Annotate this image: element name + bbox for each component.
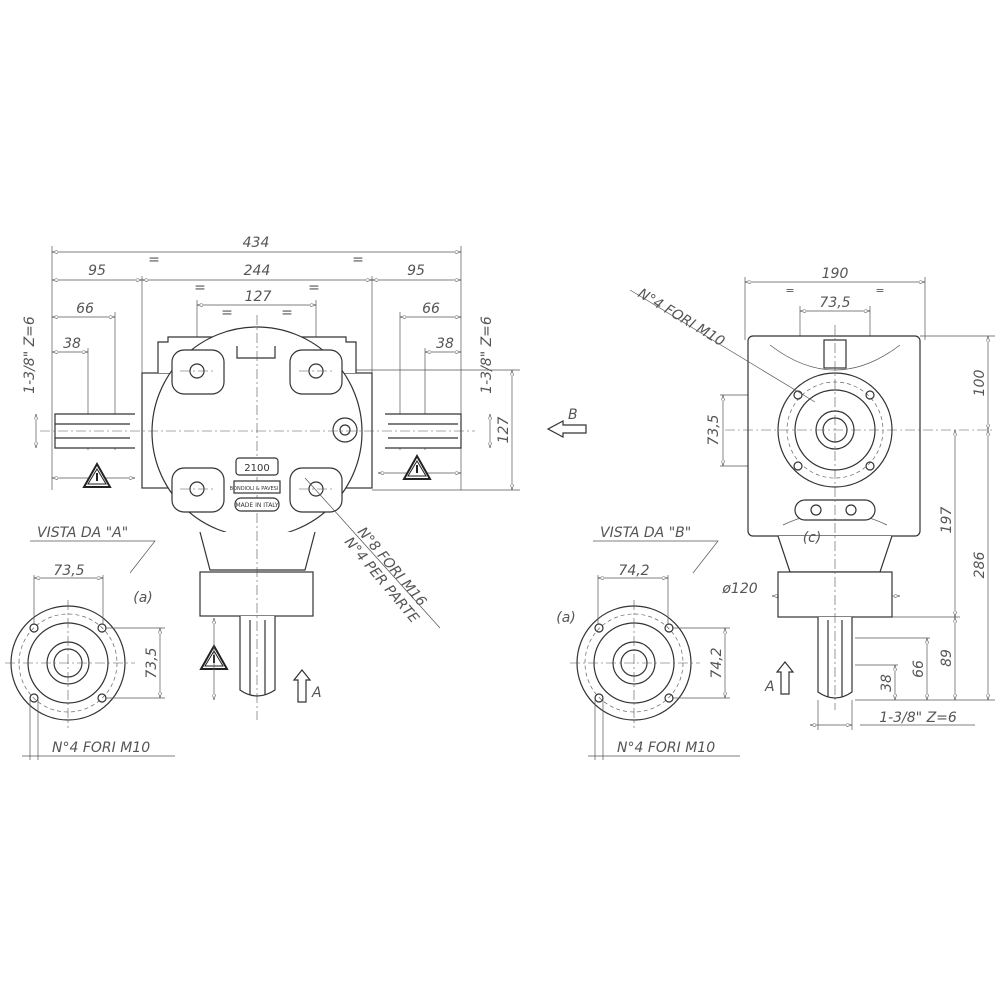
equal-mark: = (221, 305, 233, 321)
view-a-title: VISTA DA "A" (37, 525, 128, 541)
gearbox-side-body (725, 325, 995, 710)
view-b-title: VISTA DA "B" (600, 525, 691, 541)
dim-95-left: 95 (88, 263, 106, 279)
dim-127: 127 (245, 289, 272, 305)
side-view: 190 73,5 = = 73,5 100 286 197 89 66 38 ø… (546, 266, 995, 730)
dim-38-right: 38 (436, 336, 454, 352)
dim-38-left: 38 (63, 336, 81, 352)
dim-66-right: 66 (422, 301, 440, 317)
dim-73-5-horizontal: 73,5 (53, 563, 84, 579)
arrow-up-icon (292, 669, 312, 703)
label-c: (c) (803, 530, 822, 546)
dim-100: 100 (972, 370, 988, 397)
spline-label: 1-3/8" Z=6 (879, 710, 957, 726)
flange-label-a: (a) (133, 590, 153, 606)
spline-left-label: 1-3/8" Z=6 (22, 316, 38, 394)
dim-197: 197 (939, 507, 955, 534)
equal-mark: = (875, 284, 884, 297)
brand-plate: BONDIOLI & PAVESI (230, 486, 279, 492)
made-in-italy-plate: MADE IN ITALY (235, 502, 278, 509)
equal-mark: = (194, 280, 206, 296)
warning-icon (403, 455, 431, 480)
dim-434: 434 (243, 235, 270, 251)
holes-note-side: N°4 FORI M10 (635, 286, 727, 350)
dim-74-2-horizontal: 74,2 (618, 563, 649, 579)
equal-mark: = (352, 252, 364, 268)
dim-38: 38 (879, 674, 895, 692)
equal-mark: = (785, 284, 794, 297)
holes-note-view-a: N°4 FORI M10 (52, 740, 150, 756)
flange-label-a: (a) (556, 610, 576, 626)
ratio-plate: 2100 (244, 463, 269, 474)
equal-mark: = (281, 305, 293, 321)
dim-73-5-vertical: 73,5 (144, 647, 160, 678)
view-a: VISTA DA "A" 73,5 73,5 (a) N°4 FORI M10 (5, 525, 175, 760)
gearbox-body (40, 315, 475, 720)
warning-icon (83, 463, 111, 488)
dim-73-5-top: 73,5 (819, 295, 850, 311)
dim-74-2-vertical: 74,2 (709, 647, 725, 678)
dim-73-5-vertical: 73,5 (706, 414, 722, 445)
dim-244: 244 (244, 263, 271, 279)
dim-89: 89 (939, 649, 955, 667)
dim-190: 190 (822, 266, 849, 282)
dim-diameter-120: ø120 (721, 581, 757, 597)
view-arrow-b-label: B (568, 407, 578, 423)
equal-mark: = (148, 252, 160, 268)
holes-note-view-b: N°4 FORI M10 (617, 740, 715, 756)
arrow-up-icon (775, 661, 795, 695)
arrow-left-icon (546, 420, 587, 438)
spline-right-label: 1-3/8" Z=6 (479, 316, 495, 394)
equal-mark: = (308, 280, 320, 296)
view-b: VISTA DA "B" 74,2 74,2 (a) N°4 FORI M10 (556, 525, 740, 760)
view-arrow-a-label: A (764, 679, 775, 695)
brand-plate-logo (233, 480, 281, 494)
dim-286: 286 (972, 552, 988, 579)
dim-95-right: 95 (407, 263, 425, 279)
dim-66: 66 (911, 660, 927, 678)
dim-127-vertical: 127 (496, 417, 512, 444)
dim-66-left: 66 (76, 301, 94, 317)
view-arrow-a-label: A (311, 685, 322, 701)
